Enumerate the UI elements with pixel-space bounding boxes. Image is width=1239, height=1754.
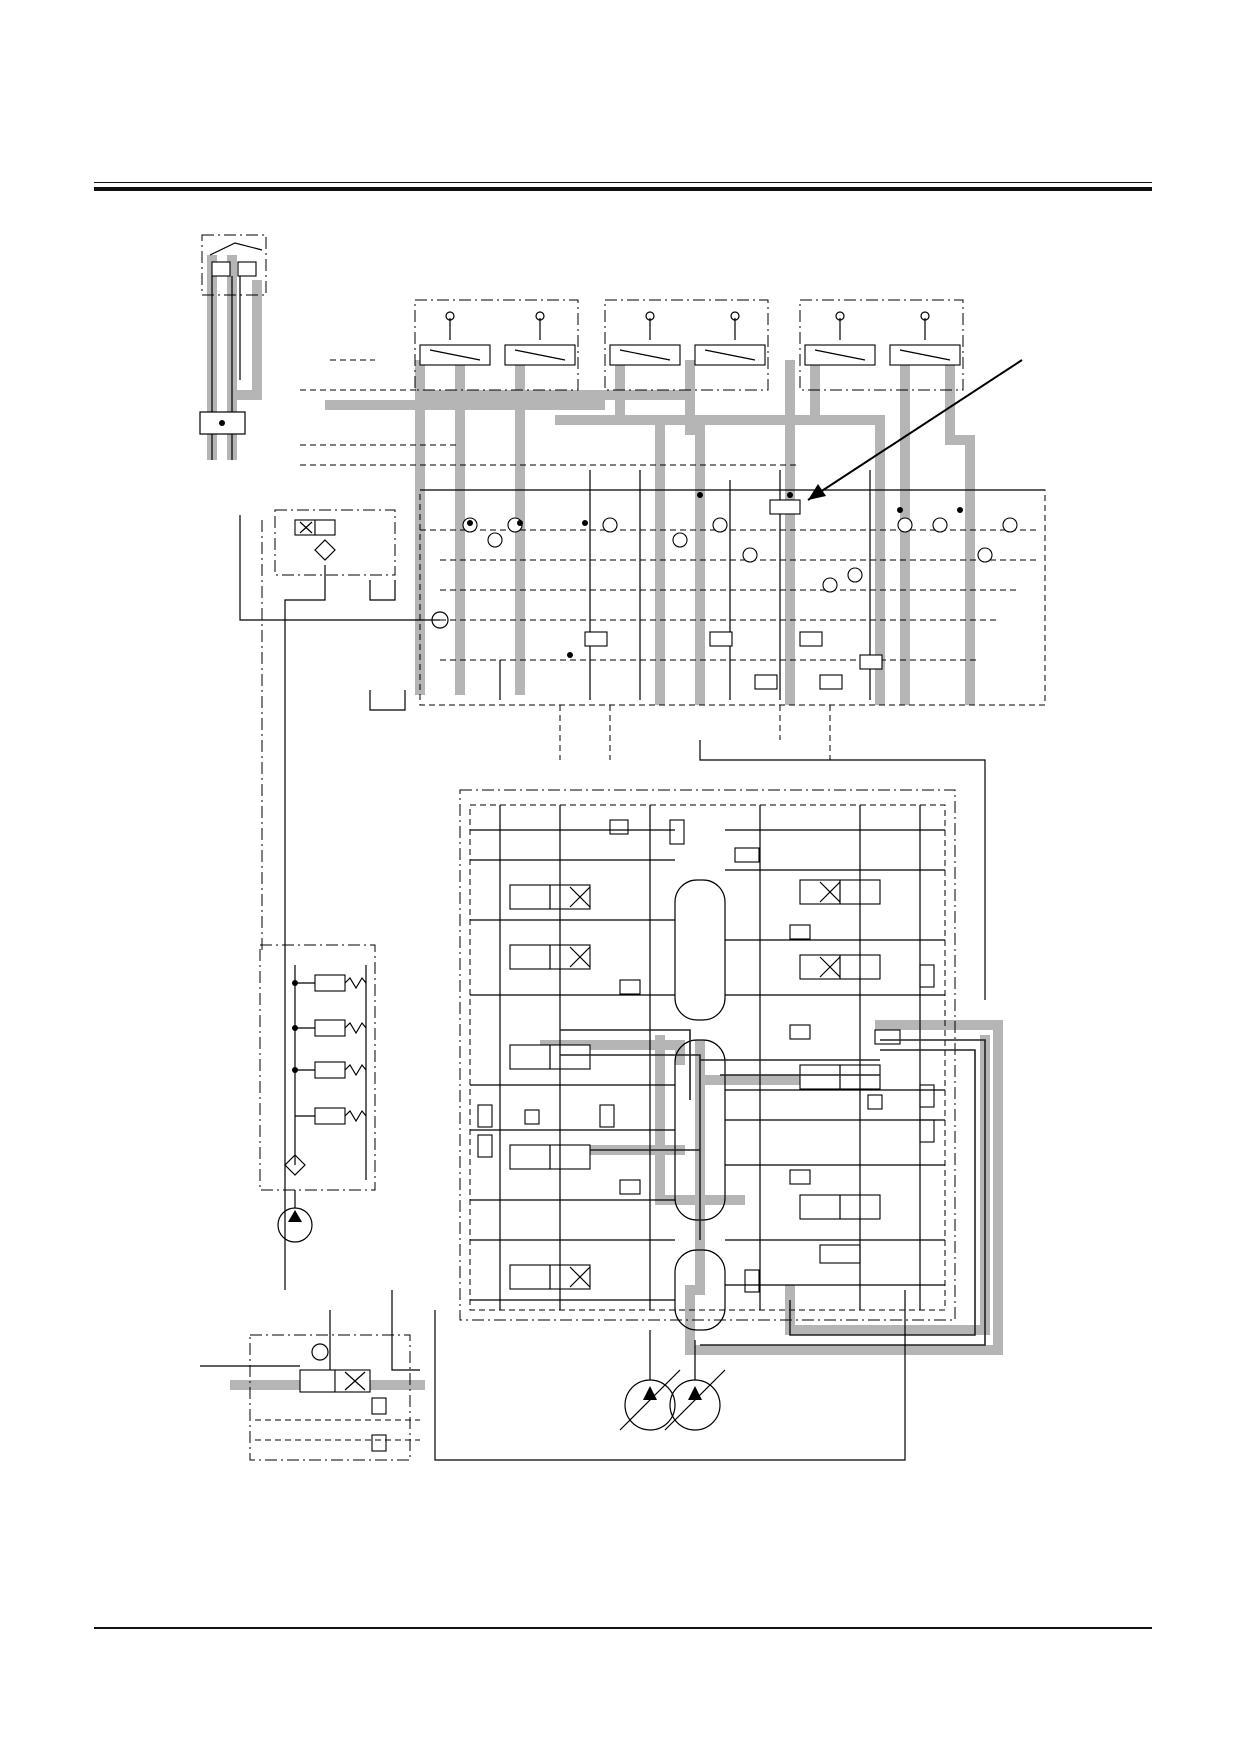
pumps: [277, 1190, 726, 1431]
main-pump-icon: [619, 1330, 726, 1431]
header-rule: [94, 187, 1152, 191]
highlighted-flow-paths: [207, 255, 1003, 1390]
pilot-joysticks: [414, 299, 964, 391]
pilot-pump-icon: [277, 1190, 313, 1243]
footer-rule: [94, 1627, 1152, 1629]
bottom-left-valve-block: [200, 1290, 906, 1461]
joystick-pair-middle: [604, 299, 769, 391]
joystick-pair-left: [414, 299, 579, 391]
travel-pedal-valve: [199, 234, 267, 460]
joystick-pair-right: [799, 299, 964, 391]
connecting-lines: [261, 359, 1045, 1000]
pilot-distribution-block: [419, 470, 1046, 706]
main-control-valve: [459, 789, 986, 1346]
callout-arrow-icon: [807, 359, 1023, 501]
solenoid-valve-stack: [259, 944, 376, 1191]
header-rule-thin: [94, 182, 1152, 183]
